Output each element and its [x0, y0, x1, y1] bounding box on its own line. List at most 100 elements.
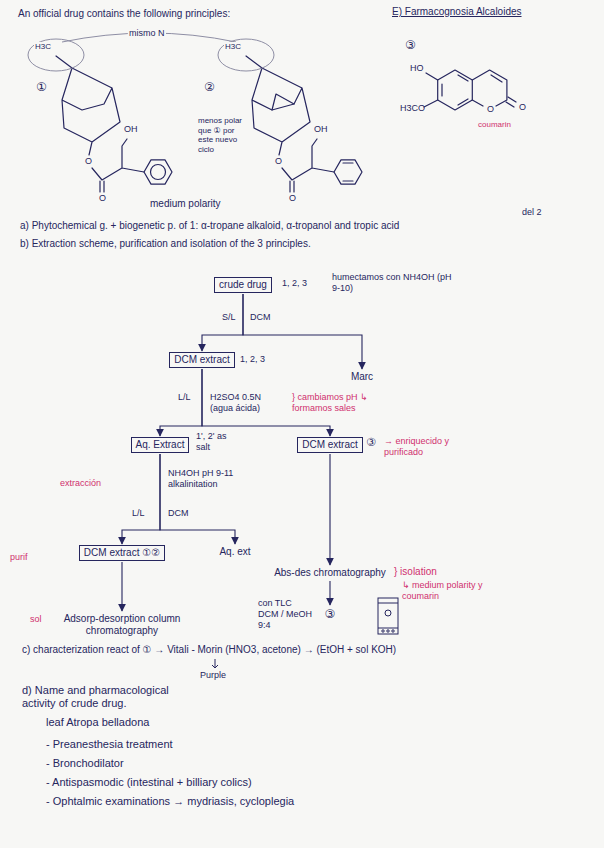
procedure-note: con TLC DCM / MeOH 9:4 — [258, 598, 314, 630]
residue-label: Aq. ext — [217, 545, 252, 559]
node-text: Abs-des chromatography — [274, 567, 386, 579]
double-bonds — [442, 75, 516, 107]
question-text: c) characterization react of ① → Vitali … — [22, 644, 396, 656]
tlc-plate — [378, 598, 398, 634]
annotation-text: mismo N — [128, 28, 166, 39]
substituent-bonds — [424, 73, 438, 107]
atom-label: H3C — [224, 42, 242, 52]
atom-label: O — [84, 156, 93, 167]
annotation-text: purif — [10, 552, 28, 563]
heading-text: An official drug contains the following … — [18, 8, 230, 20]
callout-number: ③ — [366, 436, 376, 449]
callout-number: ① — [36, 80, 47, 94]
flow-arrow — [160, 369, 202, 436]
bond-lines — [56, 56, 144, 192]
same-n-link — [62, 33, 236, 42]
flow-arrow — [329, 454, 330, 565]
node-text: ③ — [325, 607, 336, 621]
atom-label: O — [274, 156, 283, 167]
extract-box: DCM extract — [297, 437, 363, 453]
annotation-text: ↳ medium polarity y coumarin — [402, 580, 497, 602]
method-label: Adsorp-desorption column chromatography — [60, 612, 184, 638]
flow-arrow — [243, 294, 362, 369]
node-text: Aq. Extract — [136, 439, 185, 451]
step-label: L/L — [132, 508, 145, 519]
phenyl-ring — [334, 160, 362, 184]
atom-label: HO — [410, 63, 424, 74]
tlc-spot — [385, 610, 391, 616]
atom-label: OH — [314, 124, 328, 135]
product-number: ③ — [323, 606, 338, 622]
atom-label: H3C — [34, 42, 52, 52]
atom-label: O — [518, 102, 527, 113]
node-text: DCM extract — [302, 439, 358, 451]
aromatic-circle — [151, 165, 166, 180]
annotation-text: → enriquecido y purificado — [384, 436, 474, 458]
list-item: - Bronchodilator — [46, 757, 124, 770]
section-heading: E) Farmacognosia Alcaloides — [392, 6, 522, 18]
node-text: Aq. ext — [219, 546, 250, 558]
solvent-label: H2SO4 0.5N (agua ácida) — [210, 392, 285, 414]
ring-double-bonds — [343, 163, 353, 181]
answer-text: leaf Atropa belladona — [46, 716, 149, 729]
step-label: S/L — [222, 312, 236, 323]
flow-arrow — [121, 562, 122, 611]
tlc-spot — [382, 630, 384, 632]
node-text: DCM extract ①② — [84, 547, 160, 559]
callout-number: ② — [204, 80, 215, 94]
atom-label: OH — [124, 124, 138, 135]
annotation-text: medium polarity — [150, 198, 221, 210]
question-text: d) Name and pharmacological activity of … — [22, 684, 197, 710]
extract-box: DCM extract — [169, 352, 235, 368]
compound-list: 1', 2' as salt — [196, 431, 236, 453]
bond-lines — [246, 56, 334, 192]
annotation-text: menos polar que ① por este nuevo ciclo — [198, 116, 250, 154]
material-box: crude drug — [214, 277, 272, 293]
step-label: L/L — [178, 392, 191, 403]
procedure-note: NH4OH pH 9-11 alkalinitation — [168, 468, 248, 490]
solvent-label: DCM — [168, 508, 189, 519]
result-text: Purple — [200, 670, 226, 681]
node-text: DCM extract — [174, 354, 230, 366]
annotation-text: } cambiamos pH ↳ formamos sales — [292, 392, 382, 414]
procedure-note: humectamos con NH4OH (pH 9-10) — [332, 272, 452, 294]
list-item: - Antispasmodic (intestinal + billiary c… — [46, 776, 252, 789]
annotation-text: } isolation — [394, 566, 437, 578]
flow-arrow — [329, 581, 330, 605]
coumarin-structure — [424, 70, 516, 110]
epoxide-ring — [272, 94, 294, 110]
solvent-label: DCM — [250, 312, 271, 323]
atom-label: O — [486, 104, 495, 115]
list-item: - Preanesthesia treatment — [46, 738, 173, 751]
pyrone-ring — [472, 70, 507, 106]
question-text: b) Extraction scheme, purification and i… — [20, 238, 311, 250]
result-arrow — [212, 659, 218, 668]
extract-box: DCM extract ①② — [79, 545, 165, 561]
node-text: crude drug — [219, 279, 267, 291]
atom-label: O — [98, 193, 107, 204]
pencil-circle — [28, 39, 84, 71]
flow-arrow — [202, 294, 243, 351]
compound-name: coumarin — [478, 120, 511, 130]
tropane-structure-2 — [246, 56, 362, 192]
phenyl-ring — [144, 160, 172, 184]
atom-label: O — [288, 193, 297, 204]
method-label: Abs-des chromatography — [272, 566, 388, 580]
extract-box: Aq. Extract — [131, 437, 190, 453]
question-text: a) Phytochemical g. + biogenetic p. of 1… — [20, 220, 399, 232]
annotation-text: del 2 — [522, 207, 542, 218]
tlc-plate-outline — [378, 598, 398, 634]
atom-label: H3CO — [400, 103, 425, 114]
flow-arrow — [160, 454, 235, 544]
flow-arrow — [202, 369, 330, 436]
annotation-text: extracción — [60, 478, 101, 489]
list-item: - Ophtalmic examinations → mydriasis, cy… — [46, 795, 294, 808]
pencil-circle — [218, 39, 274, 71]
residue-label: Marc — [349, 370, 375, 384]
node-text: Adsorp-desorption column chromatography — [62, 613, 182, 637]
